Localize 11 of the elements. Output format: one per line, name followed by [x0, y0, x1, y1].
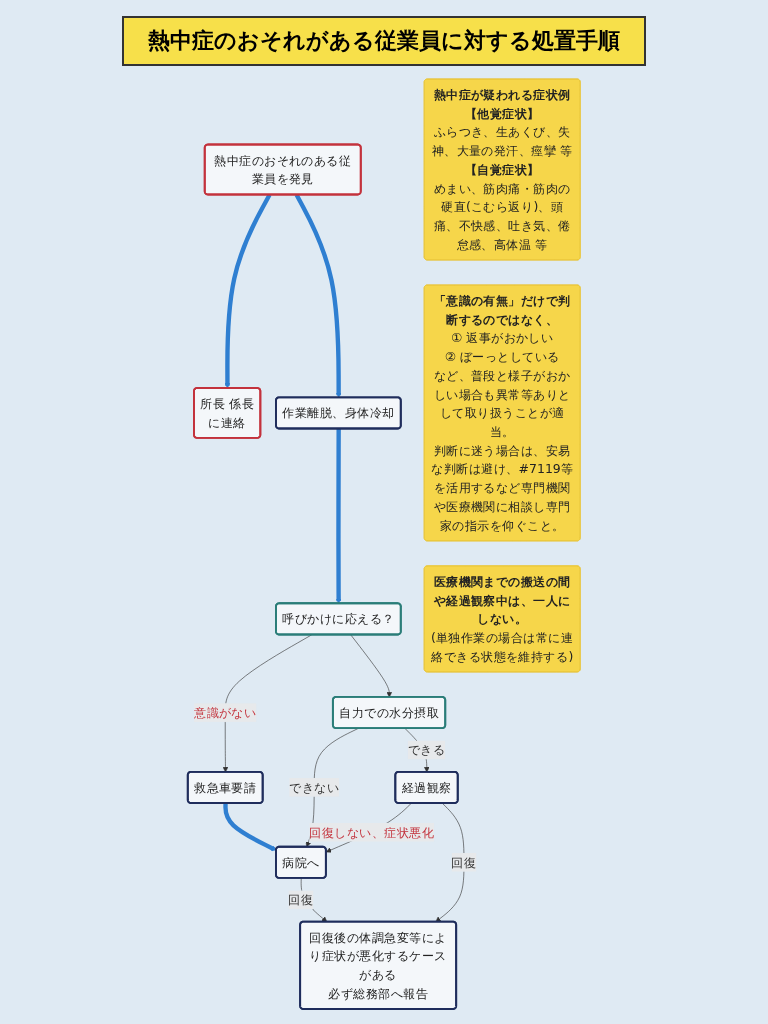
edge-label: 回復: [288, 892, 314, 908]
arrow: [335, 428, 342, 604]
edge-label: 回復: [451, 854, 477, 870]
edge-label: できる: [407, 742, 446, 758]
edge-label: 意識がない: [194, 705, 257, 721]
arrow: [224, 193, 272, 389]
edge-label: 回復しない、症状悪化: [309, 824, 435, 840]
title: 熱中症のおそれがある従業員に対する処置手順: [122, 16, 646, 66]
arrow: [223, 803, 277, 852]
arrow: [294, 193, 342, 398]
edge-label: できない: [289, 779, 340, 795]
